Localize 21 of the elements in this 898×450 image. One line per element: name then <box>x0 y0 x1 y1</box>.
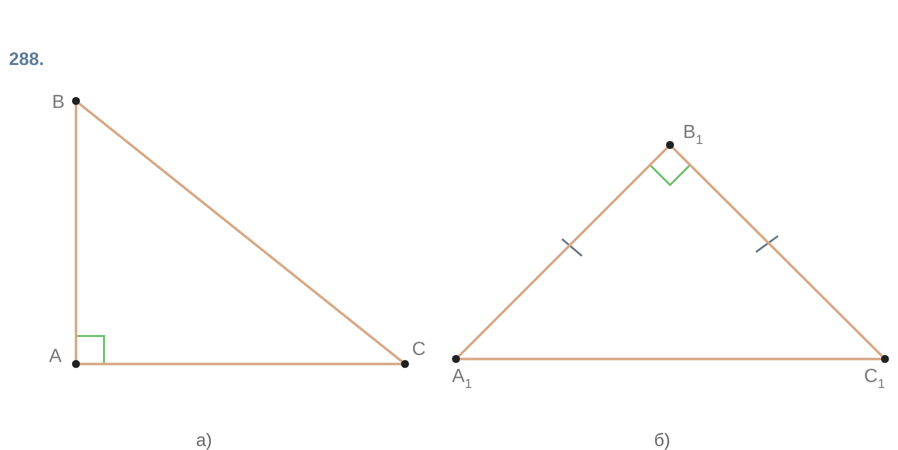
vertex-label: B <box>52 93 65 112</box>
vertex-label: A$_{1}$ <box>452 367 472 390</box>
triangle-side <box>458 146 668 358</box>
triangle-side <box>74 105 78 360</box>
triangle-side <box>80 362 401 366</box>
vertex-point <box>666 141 674 149</box>
vertex-label: C$_{1}$ <box>864 367 885 390</box>
vertex-point <box>881 355 889 363</box>
triangle-side <box>672 146 884 358</box>
vertex-point <box>452 355 460 363</box>
vertex-label: A <box>49 347 62 366</box>
vertex-point <box>401 360 409 368</box>
vertex-point <box>72 97 80 105</box>
panel-label: а) <box>196 430 212 450</box>
panel-label: б) <box>654 430 670 450</box>
triangle-side <box>78 102 403 362</box>
vertex-point <box>72 360 80 368</box>
vertex-label: C <box>412 340 426 359</box>
figure-number: 288. <box>9 49 44 70</box>
vertex-label: B$_{1}$ <box>683 123 703 146</box>
triangle-side <box>460 358 881 360</box>
